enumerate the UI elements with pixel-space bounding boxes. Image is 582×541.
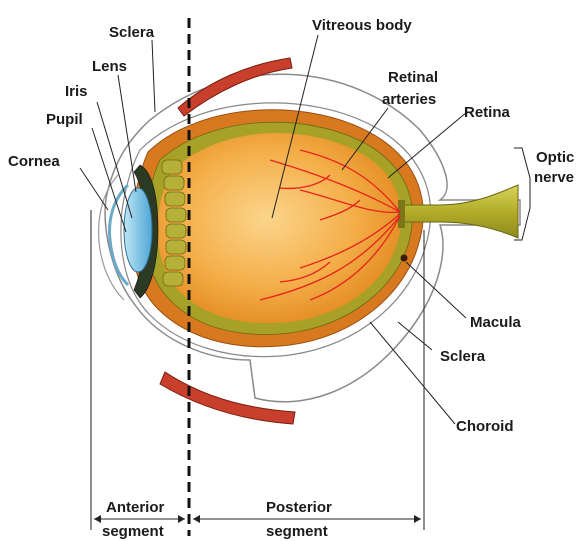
label-retina: Retina (464, 104, 511, 121)
label-posterior-2: segment (266, 523, 328, 540)
label-sclera-top: Sclera (109, 24, 155, 41)
label-optic-nerve-1: Optic (536, 149, 574, 166)
label-macula: Macula (470, 314, 522, 331)
label-lens: Lens (92, 58, 127, 75)
label-pupil: Pupil (46, 111, 83, 128)
label-optic-nerve-2: nerve (534, 169, 574, 186)
label-retinal-arteries-2: arteries (382, 91, 436, 108)
arrow-right (414, 515, 421, 523)
lens (124, 188, 152, 272)
label-vitreous-body: Vitreous body (312, 17, 412, 34)
label-choroid: Choroid (456, 418, 514, 435)
label-retinal-arteries-1: Retinal (388, 69, 438, 86)
arrow-left (94, 515, 101, 523)
macula-spot (401, 255, 408, 262)
label-anterior-2: segment (102, 523, 164, 540)
arrow-ant-right (178, 515, 185, 523)
label-iris: Iris (65, 83, 88, 100)
label-anterior-1: Anterior (106, 499, 165, 516)
label-cornea: Cornea (8, 153, 60, 170)
arrow-post-left (193, 515, 200, 523)
label-posterior-1: Posterior (266, 499, 332, 516)
label-sclera-bottom: Sclera (440, 348, 486, 365)
